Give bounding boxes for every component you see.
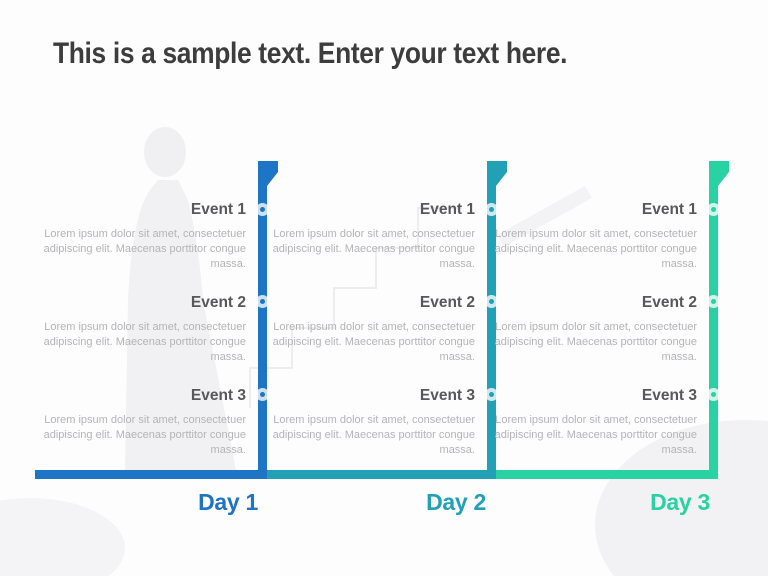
event-block: Event 1 Lorem ipsum dolor sit amet, cons… xyxy=(259,201,475,272)
event-heading: Event 1 xyxy=(419,201,475,218)
axis-segment-day3 xyxy=(496,470,718,479)
event-heading: Event 3 xyxy=(190,387,246,404)
event-body: Lorem ipsum dolor sit amet, consectetuer… xyxy=(494,414,697,456)
day-label-2: Day 2 xyxy=(426,489,486,515)
event-block: Event 3 Lorem ipsum dolor sit amet, cons… xyxy=(481,387,697,458)
event-body: Lorem ipsum dolor sit amet, consectetuer… xyxy=(272,228,475,270)
corner-blob-right xyxy=(595,420,768,576)
event-body: Lorem ipsum dolor sit amet, consectetuer… xyxy=(494,321,697,363)
timeline-marker-icon xyxy=(485,388,498,401)
event-heading: Event 1 xyxy=(641,201,697,218)
day-column-3: Event 1 Lorem ipsum dolor sit amet, cons… xyxy=(481,161,729,470)
timeline-marker-icon xyxy=(707,295,720,308)
corner-blob-left xyxy=(0,498,125,576)
event-body: Lorem ipsum dolor sit amet, consectetuer… xyxy=(43,321,246,363)
day-column-1: Event 1 Lorem ipsum dolor sit amet, cons… xyxy=(30,161,278,470)
day-column-2: Event 1 Lorem ipsum dolor sit amet, cons… xyxy=(259,161,507,470)
timeline-marker-icon xyxy=(256,295,269,308)
event-body: Lorem ipsum dolor sit amet, consectetuer… xyxy=(272,321,475,363)
event-block: Event 1 Lorem ipsum dolor sit amet, cons… xyxy=(481,201,697,272)
timeline-marker-icon xyxy=(707,203,720,216)
event-block: Event 2 Lorem ipsum dolor sit amet, cons… xyxy=(481,294,697,365)
timeline-marker-icon xyxy=(707,388,720,401)
event-body: Lorem ipsum dolor sit amet, consectetuer… xyxy=(43,228,246,270)
timeline-marker-icon xyxy=(485,295,498,308)
event-heading: Event 3 xyxy=(419,387,475,404)
event-block: Event 1 Lorem ipsum dolor sit amet, cons… xyxy=(30,201,246,272)
stairs-graphic xyxy=(249,207,462,408)
day-label-3: Day 3 xyxy=(650,489,710,515)
event-heading: Event 2 xyxy=(419,294,475,311)
timeline-marker-icon xyxy=(485,203,498,216)
event-body: Lorem ipsum dolor sit amet, consectetuer… xyxy=(43,414,246,456)
event-heading: Event 2 xyxy=(641,294,697,311)
day-label-1: Day 1 xyxy=(198,489,258,515)
event-block: Event 3 Lorem ipsum dolor sit amet, cons… xyxy=(30,387,246,458)
slide-title: This is a sample text. Enter your text h… xyxy=(53,37,568,70)
diagonal-accent-shape xyxy=(497,186,592,247)
timeline-marker-icon xyxy=(256,203,269,216)
event-body: Lorem ipsum dolor sit amet, consectetuer… xyxy=(494,228,697,270)
event-block: Event 2 Lorem ipsum dolor sit amet, cons… xyxy=(30,294,246,365)
event-block: Event 3 Lorem ipsum dolor sit amet, cons… xyxy=(259,387,475,458)
event-block: Event 2 Lorem ipsum dolor sit amet, cons… xyxy=(259,294,475,365)
axis-segment-day2 xyxy=(267,470,496,479)
event-heading: Event 2 xyxy=(190,294,246,311)
person-silhouette-head xyxy=(144,127,186,177)
axis-segment-day1 xyxy=(35,470,267,479)
event-heading: Event 1 xyxy=(190,201,246,218)
person-silhouette-body xyxy=(125,180,236,470)
timeline-marker-icon xyxy=(256,388,269,401)
event-heading: Event 3 xyxy=(641,387,697,404)
event-body: Lorem ipsum dolor sit amet, consectetuer… xyxy=(272,414,475,456)
